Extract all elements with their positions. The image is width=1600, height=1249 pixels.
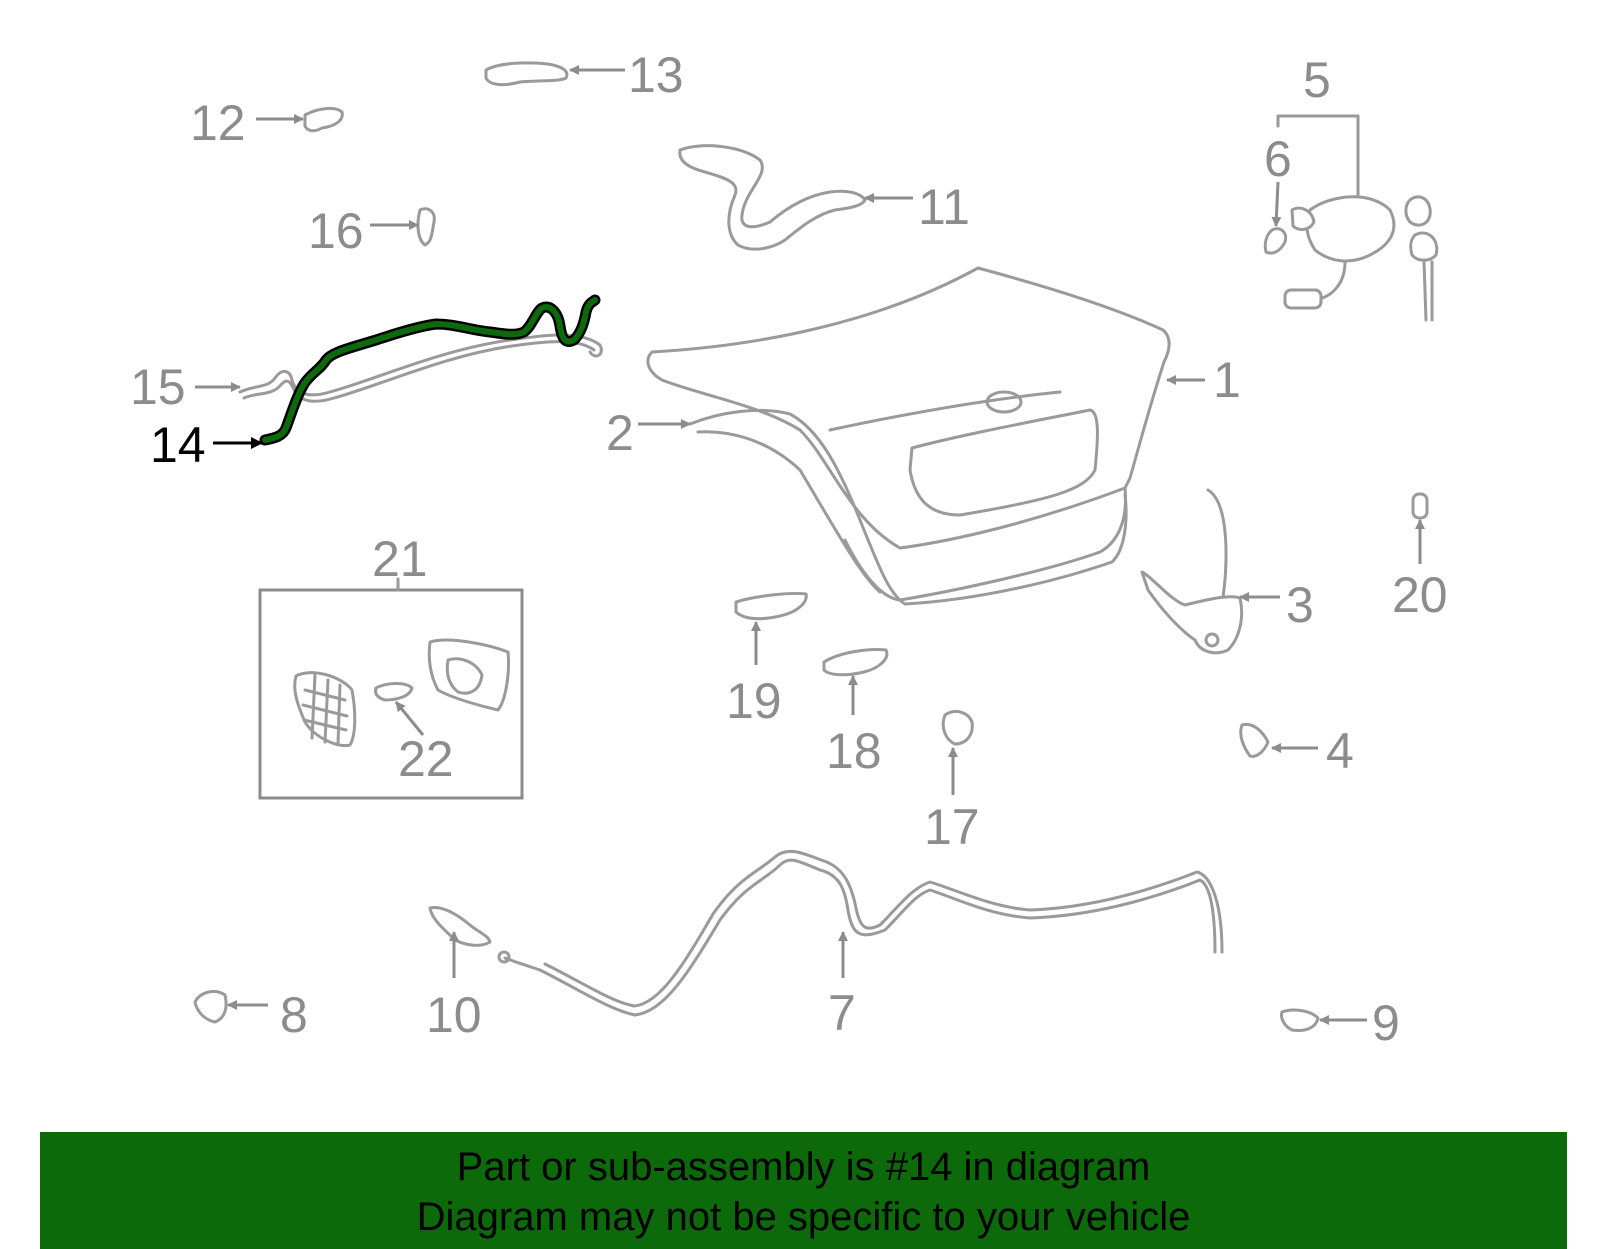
callout-12[interactable]: 12 [190, 95, 246, 151]
banner-part-notice: Part or sub-assembly is #14 in diagram [456, 1145, 1151, 1189]
callout-9[interactable]: 9 [1372, 995, 1400, 1051]
bulb-part-22[interactable] [374, 682, 414, 702]
plug-part-20[interactable] [1411, 492, 1429, 520]
callout-20[interactable]: 20 [1392, 567, 1448, 623]
clip-part-16[interactable] [416, 207, 436, 247]
callout-labels: 1 2 3 4 5 6 7 8 9 10 11 12 13 14 15 16 1… [130, 47, 1448, 1051]
callout-22[interactable]: 22 [398, 731, 454, 787]
callout-7[interactable]: 7 [828, 985, 856, 1041]
lock-cylinder-assembly-part-5[interactable] [1276, 114, 1439, 322]
hinge-bracket-part-11[interactable] [678, 144, 867, 251]
diagram-notice-banner: Part or sub-assembly is #14 in diagram D… [40, 1132, 1567, 1249]
bumper-part-4[interactable] [1239, 722, 1270, 758]
callout-16[interactable]: 16 [308, 203, 364, 259]
callout-21[interactable]: 21 [372, 531, 428, 587]
bolt-part-12[interactable] [303, 106, 344, 133]
key-part-6[interactable] [1263, 227, 1288, 255]
callout-18[interactable]: 18 [826, 723, 882, 779]
callout-13[interactable]: 13 [628, 47, 684, 103]
callout-11[interactable]: 11 [918, 179, 970, 235]
callout-5[interactable]: 5 [1303, 52, 1331, 108]
bracket-part-13[interactable] [484, 61, 569, 87]
hinge-part-3[interactable] [1140, 488, 1244, 655]
torsion-bar-part-15[interactable] [238, 333, 603, 403]
callout-1[interactable]: 1 [1213, 352, 1241, 408]
clip-part-8[interactable] [193, 990, 228, 1024]
leader-arrows [195, 65, 1425, 1025]
torsion-bar-part-14-highlighted[interactable] [259, 294, 601, 446]
callout-2[interactable]: 2 [606, 405, 634, 461]
callout-6[interactable]: 6 [1264, 131, 1292, 187]
banner-disclaimer: Diagram may not be specific to your vehi… [416, 1195, 1191, 1239]
clip-part-9[interactable] [1280, 1008, 1320, 1032]
callout-10[interactable]: 10 [426, 987, 482, 1043]
callout-8[interactable]: 8 [280, 987, 308, 1043]
callout-4[interactable]: 4 [1326, 723, 1354, 779]
callout-15[interactable]: 15 [130, 359, 186, 415]
callout-17[interactable]: 17 [924, 799, 980, 855]
lamp-assembly-part-21[interactable] [258, 577, 524, 800]
bumper-part-17[interactable] [941, 710, 974, 746]
handle-part-19[interactable] [734, 592, 808, 621]
garnish-part-18[interactable] [822, 648, 889, 677]
release-cable-part-7[interactable] [497, 849, 1224, 1017]
weatherstrip-part-2[interactable] [688, 408, 1128, 606]
callout-19[interactable]: 19 [726, 673, 782, 729]
callout-14-highlighted[interactable]: 14 [150, 417, 206, 473]
release-handle-part-10[interactable] [428, 905, 492, 947]
callout-3[interactable]: 3 [1286, 577, 1314, 633]
